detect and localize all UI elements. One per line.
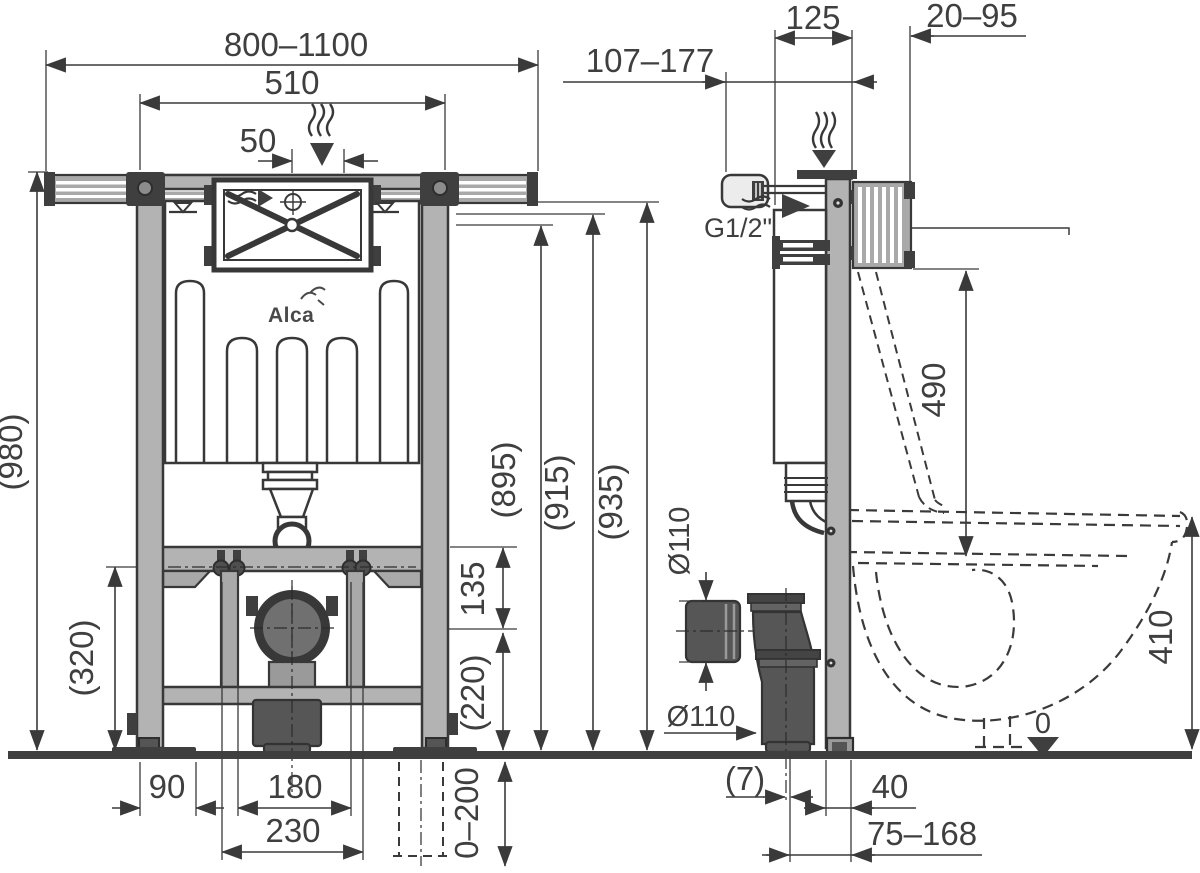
dim-outlet-dia-wall: Ø110 (664, 507, 714, 691)
dim-bolt-spacing-180: 180 (237, 582, 352, 816)
alca-logo-text: Alca (268, 304, 314, 327)
dim-frame-height: (980) (0, 171, 48, 751)
dim-bar-to-outlet: 135 (447, 546, 517, 630)
water-inlet-icon (741, 194, 810, 218)
alca-bird-icon (300, 286, 326, 306)
dim-height-895: (895) (456, 224, 553, 751)
dim-outlet-range: 75–168 (762, 815, 982, 863)
top-plate (797, 170, 857, 179)
dim-bolt-height: (320) (63, 566, 138, 751)
svg-text:(895): (895) (485, 441, 522, 518)
svg-text:510: 510 (264, 64, 319, 101)
svg-text:230: 230 (265, 812, 320, 849)
dim-leg-range: 0–200 (393, 760, 513, 867)
dim-frame-depth: 125 (774, 0, 853, 205)
front-view: Alca (44, 172, 538, 792)
svg-text:Ø110: Ø110 (667, 701, 736, 733)
flush-pipe-coupling (261, 461, 319, 561)
dim-bolt-spacing-230: 230 (221, 582, 364, 860)
dim-supply-thread: G1/2" (704, 213, 772, 243)
svg-text:410: 410 (1142, 609, 1179, 664)
svg-text:180: 180 (267, 768, 322, 805)
floor-line (8, 751, 1192, 759)
svg-text:800–1100: 800–1100 (224, 26, 368, 63)
dim-plate-offset: 50 (240, 122, 378, 173)
dim-height-915: (915) (456, 213, 605, 751)
strut-right (345, 569, 366, 689)
floor-level-marker: 0 (1027, 708, 1059, 757)
dimensions-front: 800–1100 510 50 (980) (320) (0, 26, 659, 867)
svg-text:50: 50 (240, 122, 277, 159)
svg-text:(320): (320) (63, 619, 100, 696)
dim-gap-seven: (7) (725, 753, 813, 862)
frame-posts (112, 172, 477, 757)
svg-text:135: 135 (454, 561, 491, 616)
svg-text:75–168: 75–168 (867, 815, 977, 852)
dim-rail-width: 800–1100 (45, 26, 539, 171)
svg-text:(935): (935) (592, 463, 629, 540)
crosshair-icon (280, 189, 306, 215)
dimensions-side: 125 20–95 107–177 G1/2" 490 Ø110 (563, 0, 1200, 863)
upper-cross-member (155, 545, 429, 589)
svg-text:107–177: 107–177 (586, 42, 714, 79)
svg-text:490: 490 (915, 362, 952, 417)
svg-text:Ø110: Ø110 (664, 507, 696, 576)
svg-text:(915): (915) (538, 454, 575, 531)
svg-text:20–95: 20–95 (926, 0, 1018, 34)
floor-outlet-elbow (747, 588, 821, 800)
svg-text:90: 90 (149, 768, 186, 805)
svg-text:(220): (220) (454, 654, 491, 731)
dim-flush-height: 490 (913, 268, 979, 557)
flush-icon-side (811, 111, 837, 168)
dim-outlet-height: (220) (454, 632, 511, 751)
flush-icon-front (307, 103, 335, 166)
svg-text:125: 125 (785, 0, 840, 36)
dim-actuator-range: 107–177 (563, 42, 877, 172)
waste-side (676, 588, 821, 800)
svg-text:0–200: 0–200 (448, 767, 485, 859)
dim-seat-height: 410 (1142, 516, 1200, 750)
dim-foot-plate: 90 (112, 762, 224, 816)
dim-wall-gap: 20–95 (909, 0, 1026, 183)
level-triangle-icon (1027, 737, 1059, 757)
strut-left (219, 569, 240, 689)
svg-text:(980): (980) (0, 413, 29, 490)
flush-direction-icon (227, 189, 273, 207)
dim-frame-width: 510 (139, 64, 446, 170)
side-view (676, 111, 1189, 800)
svg-text:(7): (7) (725, 760, 765, 797)
dim-outlet-dia-floor: Ø110 (664, 701, 757, 741)
cistern-side (720, 173, 830, 536)
seat-lid-line (853, 227, 1070, 235)
flush-pipe-dashed (857, 271, 936, 501)
rail-end-cap-left (44, 172, 55, 206)
waste-pipe-front (251, 580, 323, 792)
supply-valve (720, 173, 826, 209)
water-level-icon-right (371, 202, 399, 214)
rail-end-cap-right (527, 172, 538, 206)
flush-unit-box (204, 177, 381, 273)
dim-height-935: (935) (533, 201, 659, 751)
svg-text:40: 40 (872, 768, 909, 805)
dim-profile-depth: 40 (804, 760, 916, 862)
water-level-icon-left (169, 202, 197, 214)
floor-level-label: 0 (1035, 708, 1051, 740)
toilet-bowl-dashed (845, 227, 1189, 749)
